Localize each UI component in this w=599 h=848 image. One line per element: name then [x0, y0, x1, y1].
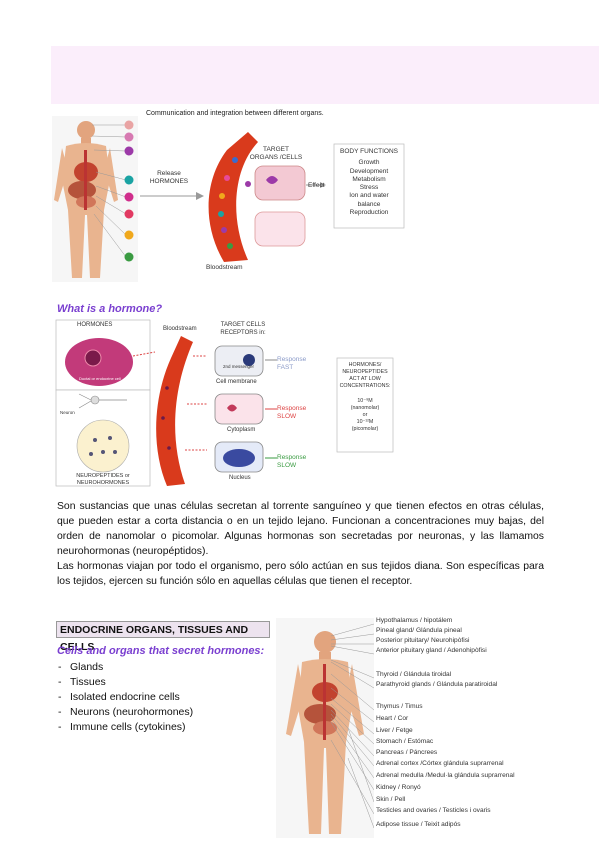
hormones-label: HORMONES: [77, 322, 113, 328]
neuron-label: Neuron: [60, 410, 75, 415]
response-slow-label: Response SLOW: [277, 405, 306, 421]
effect-label: Effect: [308, 182, 325, 189]
secretion-list: Glands Tissues Isolated endocrine cells …: [56, 660, 193, 735]
organ-label: Testicles and ovaries / Testicles i ovar…: [376, 807, 491, 814]
blood-vessel: [208, 132, 258, 262]
release-line-1: Release: [157, 170, 181, 177]
target-line-1: TARGET: [263, 146, 289, 153]
list-item: Glands: [56, 660, 193, 675]
conc-nano-unit: (nanomolar): [350, 405, 380, 411]
organ-label: Thymus / Timus: [376, 703, 423, 710]
target-cells-line-1: TARGET CELLS: [220, 322, 266, 328]
organ-label: Pineal gland/ Glándula pineal: [376, 627, 462, 634]
conc-line: CONCENTRATIONS:: [339, 383, 391, 389]
conc-pico-unit: (picomolar): [351, 426, 379, 432]
human-body-figure: [52, 116, 138, 282]
release-line-2: HORMONES: [149, 178, 189, 186]
organ-label: Posterior pituitary/ Neurohipòfisi: [376, 637, 470, 644]
conc-or: or: [362, 412, 368, 418]
endocrine-body-figure: [276, 618, 374, 838]
figure-hormone-types: HORMONES Ductal or endocrine cell Bloods…: [55, 318, 395, 488]
section-title: ENDOCRINE ORGANS, TISSUES AND CELLS: [56, 621, 270, 653]
section-subheading: Cells and organs that secret hormones:: [57, 645, 265, 657]
organ-label: Parathyroid glands / Glándula paratiroid…: [376, 681, 498, 688]
organ-label: Kidney / Ronyó: [376, 784, 421, 791]
conc-nano: 10⁻⁹M: [357, 398, 373, 404]
response-fast-line-2: FAST: [277, 364, 294, 372]
response-slow-label: Response SLOW: [277, 454, 306, 470]
body-function-item: Development: [349, 167, 389, 175]
what-is-hormone-heading: What is a hormone?: [57, 303, 163, 315]
organ-label: Adrenal cortex /Córtex glándula suprarre…: [376, 760, 504, 767]
endocrine-cell-label: Ductal or endocrine cell: [79, 376, 121, 381]
hormone-types-diagram: [55, 319, 394, 487]
body-function-item: Stress: [359, 184, 379, 192]
organ-label: Adipose tissue / Teixit adipós: [376, 821, 461, 828]
bloodstream-label: Bloodstream: [163, 326, 197, 332]
body-functions-box: BODY FUNCTIONS Growth Development Metabo…: [334, 148, 404, 217]
organ-label: Heart / Cor: [376, 715, 409, 722]
release-hormones-label: Release HORMONES: [144, 170, 194, 186]
list-item: Immune cells (cytokines): [56, 720, 193, 735]
figure-organ-communication: Communication and integration between di…: [52, 110, 412, 285]
response-fast-line-1: Response: [277, 356, 307, 363]
second-messenger-label: 2nd messenger: [223, 364, 255, 369]
body-function-item: Metabolism: [352, 175, 386, 183]
target-line-2: ORGANS /CELLS: [249, 154, 303, 162]
figure-caption: Communication and integration between di…: [146, 110, 324, 117]
neuropeptides-line-2: NEUROHORMONES: [76, 479, 130, 486]
response-slow-line-2: SLOW: [277, 462, 297, 470]
conc-pico: 10⁻¹²M: [356, 419, 374, 425]
organ-label: Anterior pituitary gland / Adenohipòfisi: [376, 647, 487, 654]
hormone-description: Son sustancias que unas células secretan…: [57, 500, 544, 589]
body-function-item: Ion and water: [349, 192, 389, 200]
target-cells-label: TARGET CELLS RECEPTORS in:: [215, 322, 271, 337]
conc-line: NEUROPEPTIDES: [342, 369, 388, 375]
organ-label: Pancreas / Páncrees: [376, 749, 438, 756]
blood-vessel: [156, 336, 193, 486]
list-item: Tissues: [56, 675, 193, 690]
paragraph-2: Las hormonas viajan por todo el organism…: [57, 560, 544, 587]
body-function-item: Reproduction: [349, 209, 389, 217]
body-function-item: balance: [357, 200, 381, 208]
response-slow-line-2: SLOW: [277, 413, 297, 421]
response-fast-label: Response FAST: [277, 356, 306, 372]
paragraph-1: Son sustancias que unas células secretan…: [57, 501, 544, 557]
list-item: Isolated endocrine cells: [56, 690, 193, 705]
organ-label: Hypothalamus / hipotálem: [376, 617, 453, 624]
body-function-item: Growth: [358, 159, 380, 167]
target-organs-label: TARGET ORGANS /CELLS: [248, 146, 304, 162]
body-functions-title: BODY FUNCTIONS: [339, 148, 399, 155]
organ-label: Liver / Fetge: [376, 727, 413, 734]
list-item: Neurons (neurohormones): [56, 705, 193, 720]
conc-line: ACT AT LOW: [349, 376, 381, 382]
organ-label: Thyroid / Glándula tiroidal: [376, 671, 452, 678]
cell-membrane-label: Cell membrane: [216, 379, 257, 385]
organ-communication-diagram: [52, 116, 405, 282]
target-cells-line-2: RECEPTORS in:: [220, 329, 266, 336]
response-slow-line-1: Response: [277, 454, 307, 461]
cytoplasm-label: Cytoplasm: [227, 427, 256, 433]
neuropeptides-label: NEUROPEPTIDES or NEUROHORMONES: [58, 473, 148, 487]
organ-label: Stomach / Estómac: [376, 738, 434, 745]
header-band: [51, 46, 599, 104]
gland-markers: [91, 120, 134, 262]
organ-label: Skin / Pell: [376, 796, 406, 803]
neuropeptides-line-1: NEUROPEPTIDES or: [76, 473, 130, 479]
nucleus-label: Nucleus: [229, 475, 251, 481]
bloodstream-label: Bloodstream: [206, 264, 243, 271]
conc-line: HORMONES/: [348, 362, 382, 368]
response-slow-line-1: Response: [277, 405, 307, 412]
organ-label: Adrenal medulla /Medul·la glándula supra…: [376, 772, 515, 779]
concentration-box: HORMONES/ NEUROPEPTIDES ACT AT LOW CONCE…: [337, 362, 393, 433]
